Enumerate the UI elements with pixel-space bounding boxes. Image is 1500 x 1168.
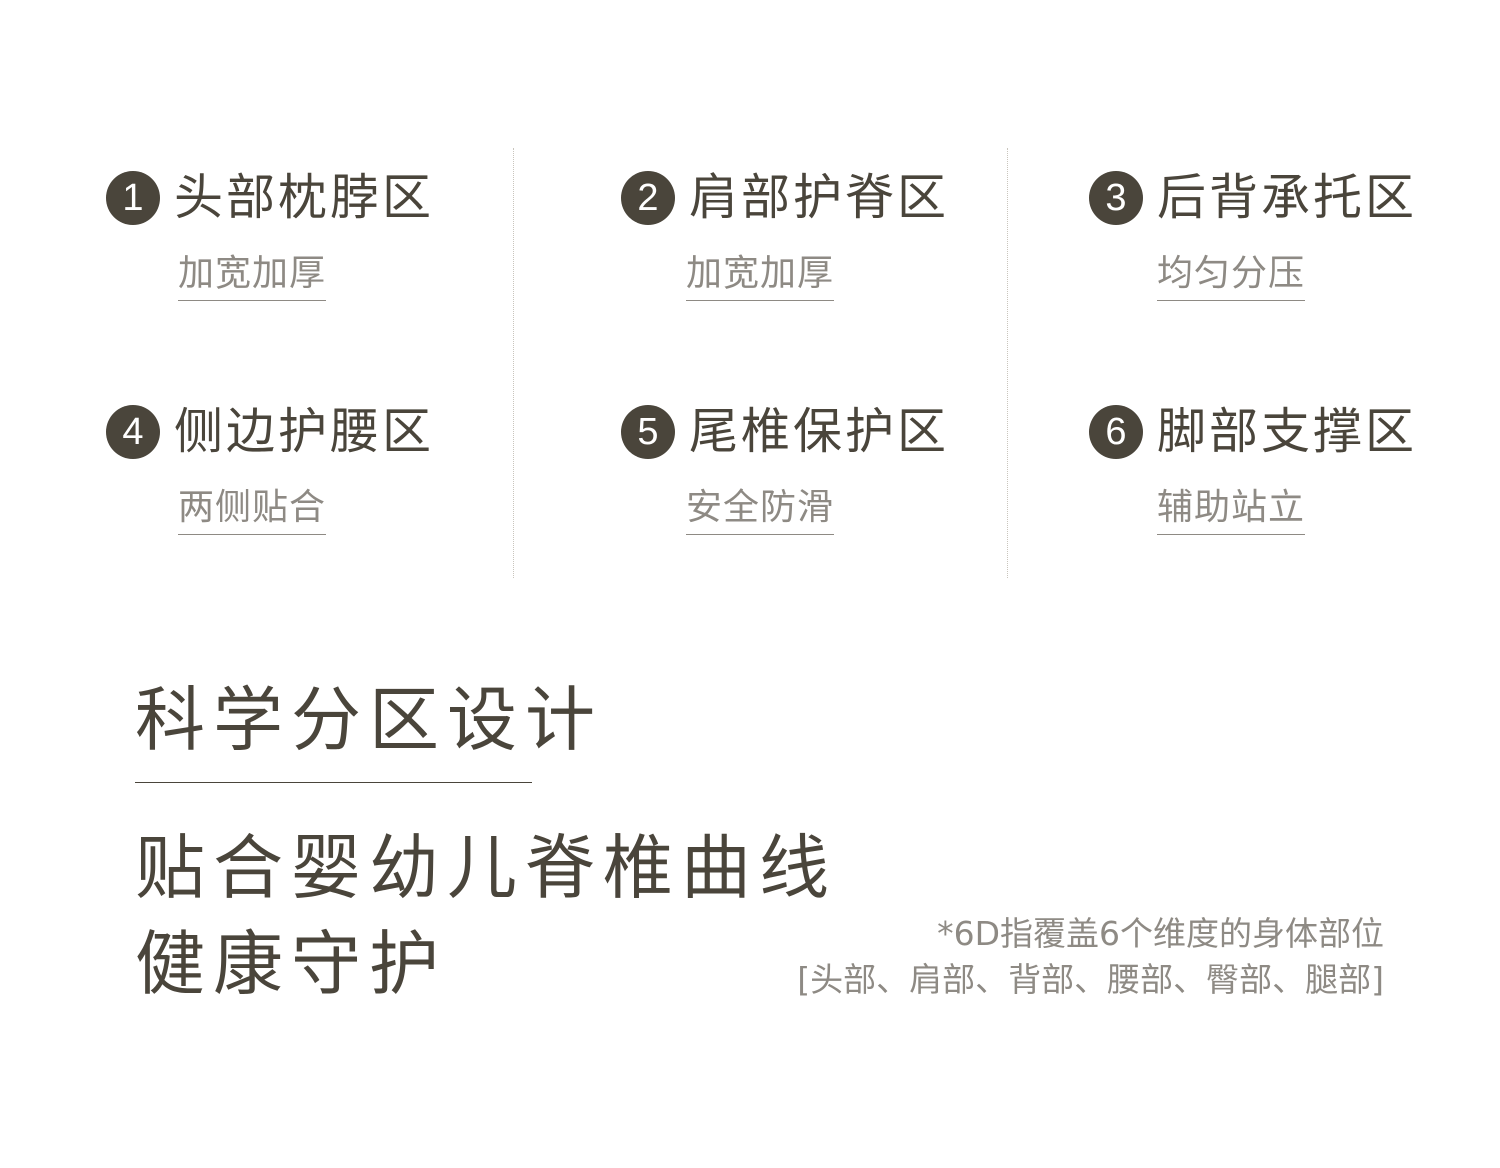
- zone-title: 头部枕脖区: [174, 169, 435, 226]
- column-divider-left: [513, 148, 514, 578]
- zone-title: 脚部支撑区: [1157, 403, 1418, 460]
- zone-back-support: 3 后背承托区 均匀分压: [1089, 170, 1449, 320]
- zone-subtitle: 两侧贴合: [178, 486, 327, 535]
- zone-title: 尾椎保护区: [689, 403, 950, 460]
- headline-line-1: 贴合婴幼儿脊椎曲线: [135, 827, 837, 909]
- zone-header: 2 肩部护脊区: [621, 170, 949, 226]
- zone-subtitle: 辅助站立: [1157, 486, 1306, 535]
- zone-number-badge: 4: [106, 405, 160, 459]
- zone-title: 侧边护腰区: [174, 403, 435, 460]
- footnote-line-1: *6D指覆盖6个维度的身体部位: [937, 914, 1384, 953]
- zone-foot-support: 6 脚部支撑区 辅助站立: [1089, 404, 1449, 554]
- zone-header: 4 侧边护腰区: [106, 404, 434, 460]
- zone-subtitle: 加宽加厚: [178, 252, 327, 301]
- zone-header: 1 头部枕脖区: [106, 170, 434, 226]
- zone-number-badge: 5: [621, 405, 675, 459]
- zone-side-waist: 4 侧边护腰区 两侧贴合: [106, 404, 466, 554]
- zone-subtitle: 均匀分压: [1157, 252, 1306, 301]
- main-title: 科学分区设计: [135, 679, 603, 761]
- zone-header: 3 后背承托区: [1089, 170, 1417, 226]
- zone-head-pillow: 1 头部枕脖区 加宽加厚: [106, 170, 466, 320]
- zone-header: 5 尾椎保护区: [621, 404, 949, 460]
- title-underline: [135, 782, 532, 783]
- zone-tailbone-protection: 5 尾椎保护区 安全防滑: [621, 404, 981, 554]
- zone-shoulder-spine: 2 肩部护脊区 加宽加厚: [621, 170, 981, 320]
- zone-number-badge: 2: [621, 171, 675, 225]
- zone-title: 后背承托区: [1157, 169, 1418, 226]
- zone-subtitle: 加宽加厚: [686, 252, 835, 301]
- zone-number-badge: 6: [1089, 405, 1143, 459]
- headline-line-2: 健康守护: [135, 923, 447, 1005]
- footnote-line-2: [头部、肩部、背部、腰部、臀部、腿部]: [797, 960, 1384, 999]
- zone-subtitle: 安全防滑: [686, 486, 835, 535]
- zone-title: 肩部护脊区: [689, 169, 950, 226]
- column-divider-right: [1007, 148, 1008, 578]
- zone-number-badge: 1: [106, 171, 160, 225]
- zone-number-badge: 3: [1089, 171, 1143, 225]
- zone-header: 6 脚部支撑区: [1089, 404, 1417, 460]
